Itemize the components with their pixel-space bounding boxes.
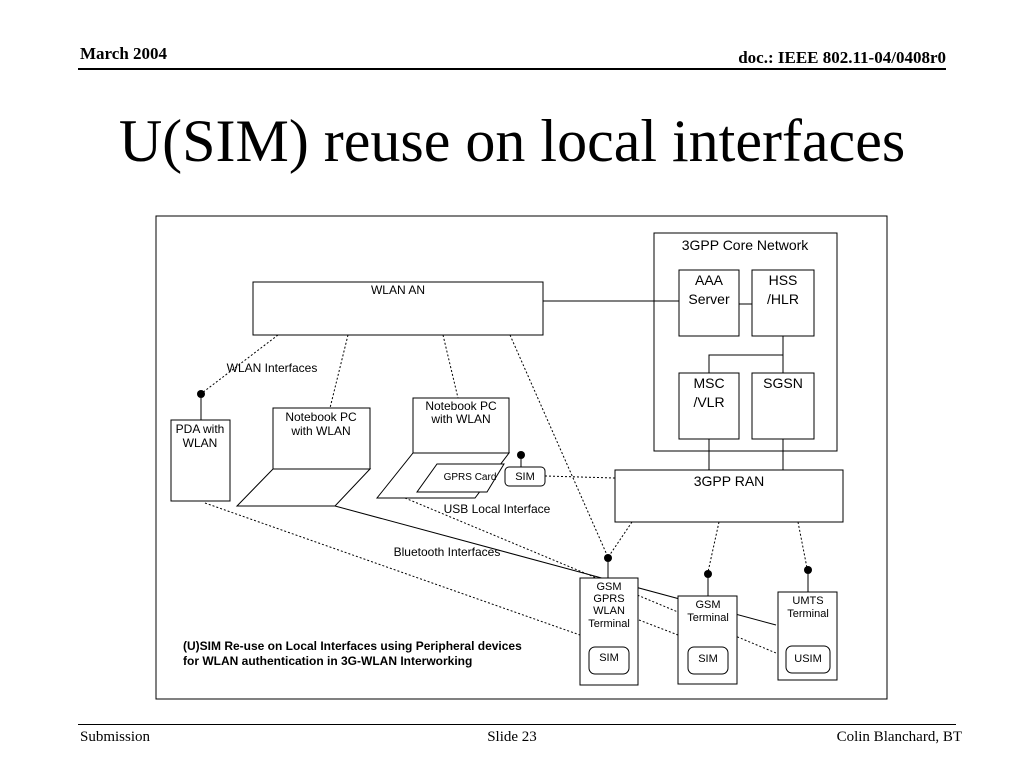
bluetooth-link-notebook2 [404, 497, 777, 654]
usb-interface-label: USB Local Interface [444, 502, 551, 516]
usim-card [785, 645, 831, 674]
notebook1-screen [272, 407, 371, 470]
gsm-antenna-tip [704, 570, 712, 578]
gsm-gprs-label-line1: GSM [596, 581, 621, 593]
ran-link-umts [797, 521, 808, 569]
gsm-sim-card [687, 646, 729, 675]
msc-label-line2: /VLR [693, 394, 724, 410]
ran-link-gsm-gprs [608, 521, 633, 557]
gsm-gprs-sim-card [588, 646, 630, 675]
gprs-sim-label: SIM [515, 471, 535, 483]
gprs-card [416, 463, 505, 493]
bluetooth-lines [204, 497, 777, 654]
wlan-link-notebook1 [329, 334, 349, 409]
notebook2-label-line1: Notebook PC [425, 399, 497, 413]
notebook1-label-line1: Notebook PC [285, 410, 357, 424]
gsm-label-line1: GSM [695, 599, 720, 611]
bluetooth-link-gsm [638, 619, 679, 636]
pda-label-line1: PDA with [176, 422, 225, 436]
hss-label-line2: /HLR [767, 291, 799, 307]
header-date: March 2004 [80, 44, 168, 63]
core-network-box [653, 232, 838, 452]
usim-label: USIM [794, 653, 822, 665]
ran-label: 3GPP RAN [694, 473, 765, 489]
header-rule [78, 68, 946, 70]
wlan-an-label: WLAN AN [371, 283, 425, 297]
footer-slide-number: Slide 23 [487, 729, 537, 745]
ran-link-gsm [707, 521, 720, 573]
wlan-link-gsm-gprs [509, 334, 608, 556]
caption-line2: for WLAN authentication in 3G-WLAN Inter… [183, 654, 472, 668]
pda-antenna-tip [197, 390, 205, 398]
hss-label-line1: HSS [769, 272, 798, 288]
ran-terminal-lines [608, 521, 808, 573]
umts-label-line2: Terminal [787, 608, 829, 620]
pda-box [170, 419, 231, 502]
bluetooth-interfaces-label: Bluetooth Interfaces [394, 545, 501, 559]
sgsn-label: SGSN [763, 375, 803, 391]
core-network-label: 3GPP Core Network [682, 237, 810, 253]
gsm-gprs-label-line4: Terminal [588, 618, 630, 630]
bluetooth-link-pda [204, 502, 581, 636]
footer-rule [78, 724, 956, 725]
gsm-label-line2: Terminal [687, 612, 729, 624]
umts-label-line1: UMTS [792, 595, 823, 607]
hss-hlr-box [751, 269, 815, 337]
gprs-ran-link [544, 475, 616, 479]
wlan-interfaces-label: WLAN Interfaces [227, 361, 318, 375]
msc-label-line1: MSC [693, 375, 724, 391]
gsm-gprs-antenna-tip [604, 554, 612, 562]
notebook1-label-line2: with WLAN [290, 424, 350, 438]
wlan-link-notebook2 [442, 334, 459, 399]
gsm-gprs-label-line3: WLAN [593, 605, 625, 617]
gsm-gprs-label-line2: GPRS [593, 593, 624, 605]
gprs-card-label: GPRS Card [444, 472, 497, 483]
wlan-interface-lines [201, 334, 608, 556]
ran-box [614, 469, 844, 523]
footer-author: Colin Blanchard, BT [836, 729, 962, 745]
aaa-label-line1: AAA [695, 272, 724, 288]
gsm-sim-label: SIM [698, 653, 718, 665]
diagram-frame [155, 215, 888, 700]
notebook2-label-line2: with WLAN [430, 412, 490, 426]
aaa-label-line2: Server [688, 291, 730, 307]
wlan-an-box [252, 281, 544, 336]
hss-msc-link [708, 336, 784, 373]
umts-antenna-tip [804, 566, 812, 574]
footer-submission: Submission [80, 729, 151, 745]
header-doc-id: doc.: IEEE 802.11-04/0408r0 [738, 48, 946, 67]
aaa-server-box [678, 269, 740, 337]
pda-label-line2: WLAN [183, 436, 218, 450]
gsm-gprs-sim-label: SIM [599, 652, 619, 664]
slide-title: U(SIM) reuse on local interfaces [118, 108, 906, 174]
notebook1-keyboard [235, 468, 372, 507]
notebook2-screen [412, 397, 510, 454]
caption-line1: (U)SIM Re-use on Local Interfaces using … [183, 639, 522, 653]
gprs-antenna-tip [517, 451, 525, 459]
